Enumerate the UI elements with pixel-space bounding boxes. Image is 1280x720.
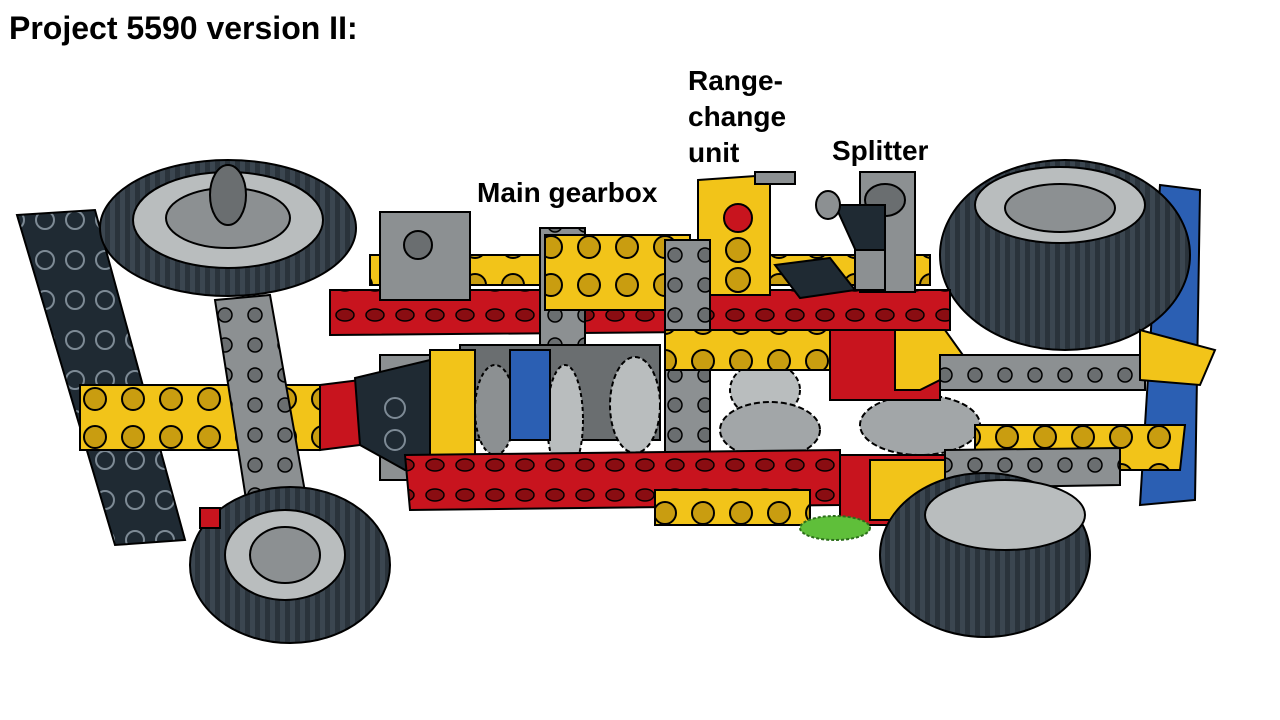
blue-axle xyxy=(509,349,551,441)
range-change-label-line-1: Range- xyxy=(688,65,783,96)
green-gear xyxy=(799,515,871,541)
range-change-label-line-2: change xyxy=(688,101,787,132)
red-block-left xyxy=(319,378,361,452)
splitter-assembly xyxy=(815,171,916,293)
yellow-beam-far-right xyxy=(1139,328,1217,387)
gray-beam-front-right xyxy=(939,354,1146,391)
red-connector xyxy=(199,507,221,529)
splitter-label: Splitter xyxy=(832,135,929,166)
dark-plate xyxy=(773,256,857,300)
range-change-label-line-3: unit xyxy=(688,137,740,168)
wheel-top-left xyxy=(99,159,357,297)
page-title: Project 5590 version II: xyxy=(9,10,358,46)
main-gearbox-label: Main gearbox xyxy=(477,177,658,208)
range-change-unit-label: Range- change unit xyxy=(688,63,818,171)
wheel-bottom-left xyxy=(189,486,391,644)
dark-bracket xyxy=(353,358,437,472)
wheel-top-right xyxy=(939,159,1191,351)
gray-vertical-plate-1 xyxy=(379,211,471,301)
wheel-bottom-right xyxy=(879,472,1091,638)
range-change-yellow-block xyxy=(697,171,796,296)
yellow-beam-front-right xyxy=(664,329,972,401)
